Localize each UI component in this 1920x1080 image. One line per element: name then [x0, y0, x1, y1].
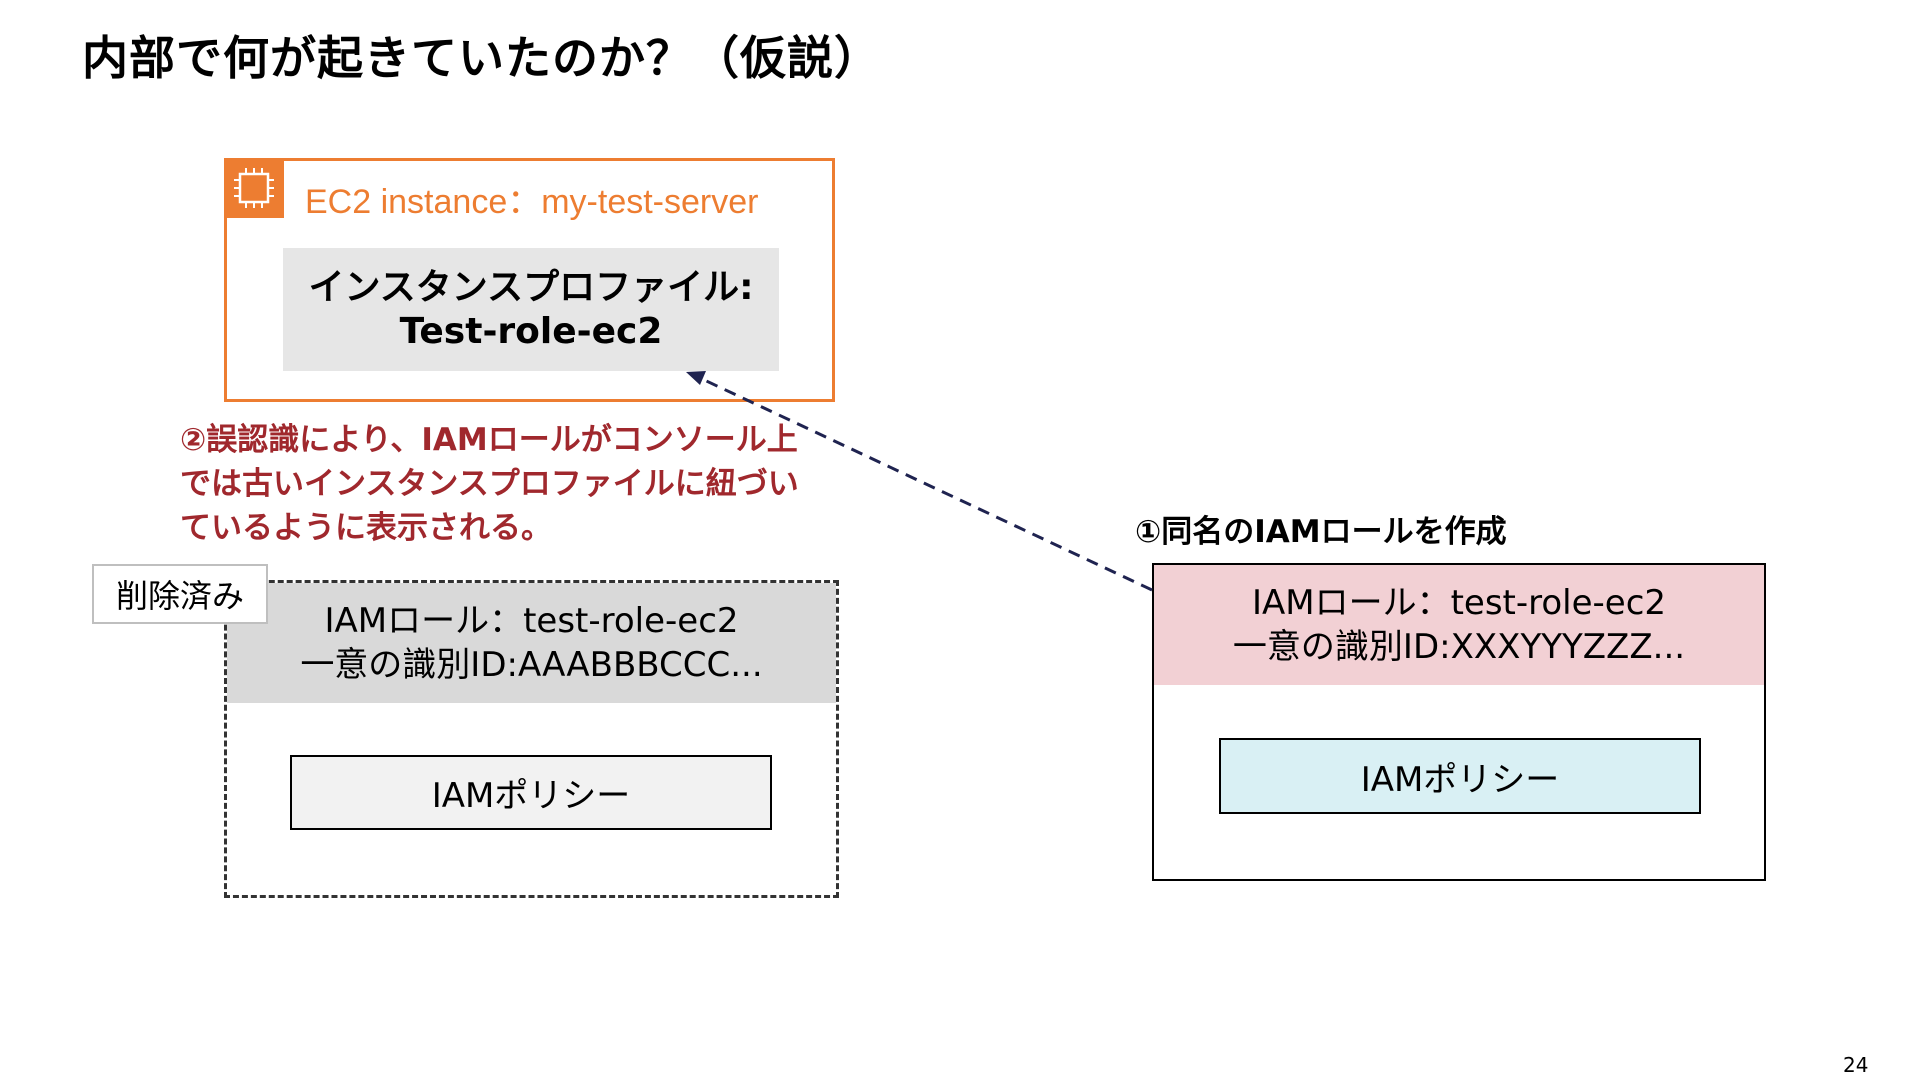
- deleted-iam-role-name: IAMロール：test-role-ec2: [324, 601, 739, 641]
- deleted-iam-policy: IAMポリシー: [290, 755, 772, 830]
- instance-profile-box: インスタンスプロファイル: Test-role-ec2: [283, 248, 779, 371]
- deleted-iam-role-id: 一意の識別ID:AAABBBCCC...: [300, 645, 763, 685]
- slide-title: 内部で何が起きていたのか？（仮説）: [82, 31, 881, 85]
- ec2-instance-label: EC2 instance：my-test-server: [305, 183, 759, 221]
- ec2-instance-box: [224, 158, 835, 402]
- new-iam-role-box: [1152, 563, 1766, 881]
- instance-profile-name: Test-role-ec2: [399, 310, 663, 352]
- association-arrow-line: [699, 376, 1153, 592]
- new-iam-role-name: IAMロール：test-role-ec2: [1251, 583, 1667, 623]
- misrecognition-note: ②誤認識により、IAMロールがコンソール上では古いインスタンスプロファイルに紐づ…: [180, 422, 799, 546]
- new-iam-role-id: 一意の識別ID:XXXYYYZZZ...: [1232, 627, 1686, 667]
- create-role-note: ①同名のIAMロールを作成: [1135, 514, 1507, 550]
- new-iam-role-header: IAMロール：test-role-ec2 一意の識別ID:XXXYYYZZZ..…: [1154, 565, 1764, 685]
- deleted-tag: 削除済み: [92, 564, 268, 624]
- ec2-chip-icon: [224, 158, 284, 218]
- new-iam-policy: IAMポリシー: [1219, 738, 1701, 814]
- deleted-iam-role-box: [224, 580, 839, 898]
- instance-profile-label: インスタンスプロファイル:: [308, 266, 754, 308]
- association-arrow-head: [686, 371, 706, 385]
- page-number: 24: [1843, 1053, 1869, 1077]
- deleted-iam-role-header: IAMロール：test-role-ec2 一意の識別ID:AAABBBCCC..…: [227, 583, 836, 703]
